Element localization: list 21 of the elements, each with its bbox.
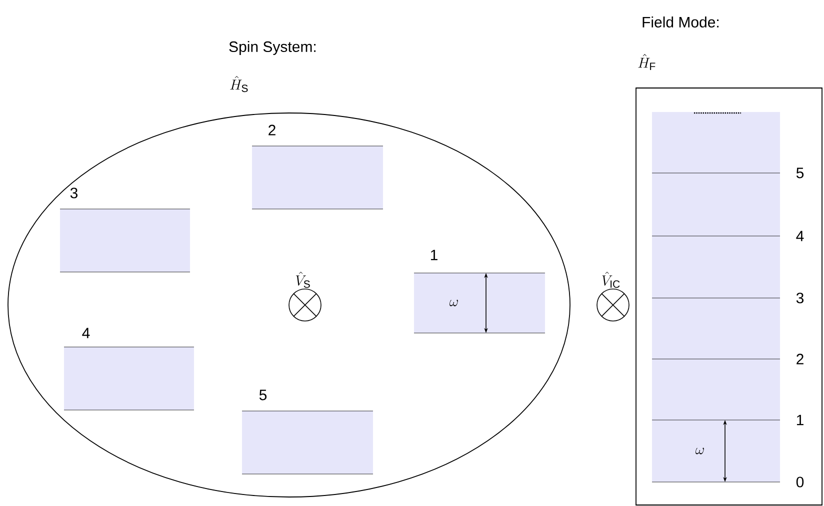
level-number: 2 <box>796 354 804 364</box>
node-label: 1 <box>430 250 438 260</box>
frequency-symbol: $\omega$ <box>696 448 704 454</box>
energy-level-band: 3 <box>60 188 190 272</box>
level-number: 4 <box>796 230 804 242</box>
energy-level-band: 1 $\omega$ <box>414 250 546 334</box>
node-label: 2 <box>268 124 276 136</box>
level-number: 5 <box>796 168 804 178</box>
node-label: 3 <box>70 188 78 198</box>
level-number: 0 <box>796 476 804 488</box>
level-number: 3 <box>796 292 804 304</box>
node-label: $\hat{H}_{\mathrm{F}}$ <box>638 54 656 70</box>
node-label: Field Mode: <box>642 16 719 28</box>
energy-level-band: 2 <box>252 124 384 210</box>
energy-level-band: 4 <box>64 328 194 410</box>
energy-level-band: 5 <box>242 390 374 474</box>
node-label: 5 <box>259 390 267 400</box>
node-label: 4 <box>82 328 90 338</box>
node-label: Spin System: <box>229 41 316 55</box>
level-number: 1 <box>796 414 804 426</box>
node-label: $\hat{H}_{\mathrm{S}}$ <box>230 76 248 92</box>
